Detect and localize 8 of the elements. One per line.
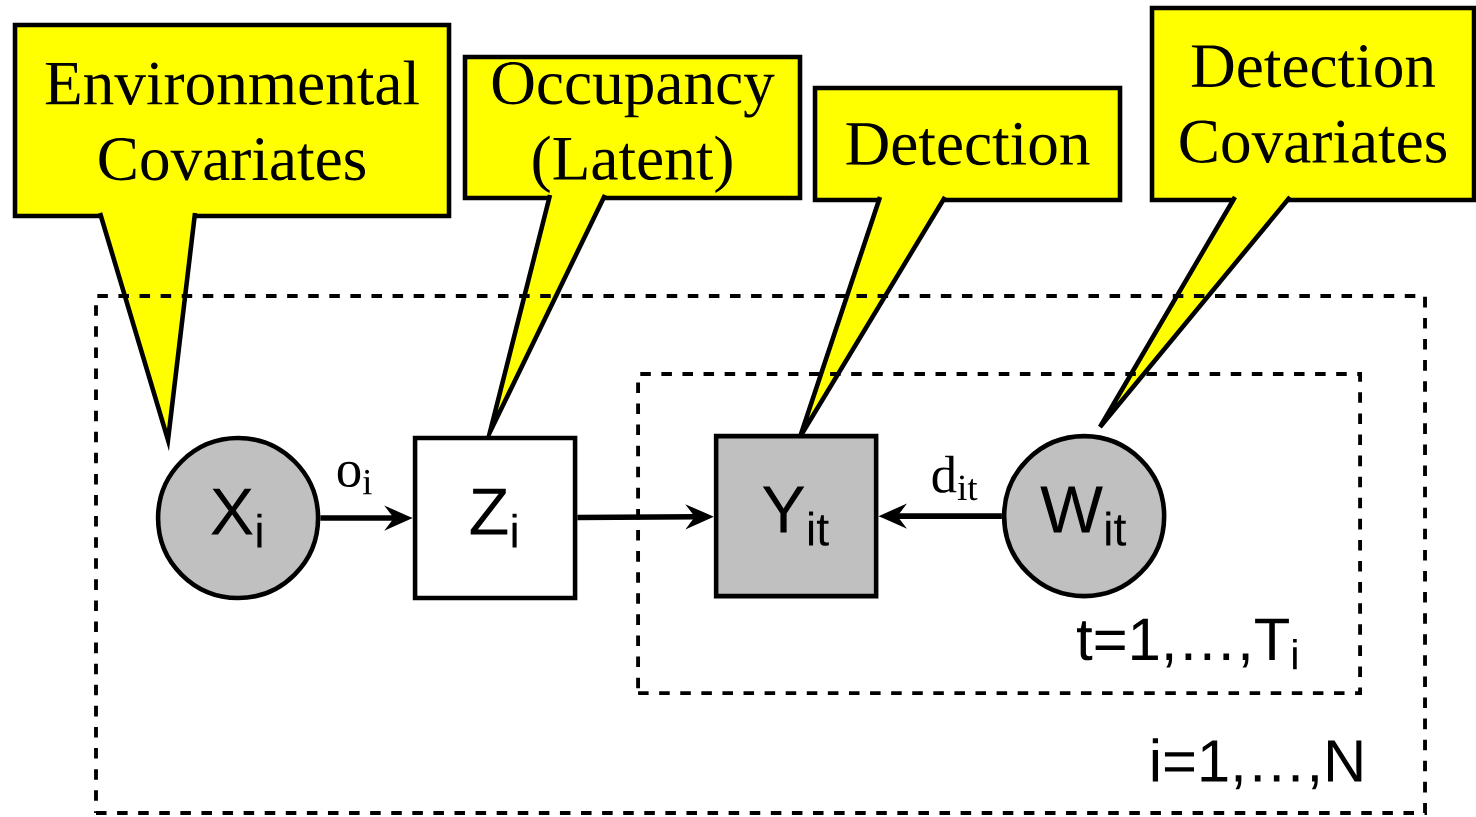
- edge-label: o$_{i}$: [337, 461, 372, 495]
- plate-label: t=1,…,T$_{i}$: [1077, 618, 1297, 670]
- speech-bubble: Environmental Covariates: [12, 22, 452, 452]
- edge-label: d$_{it}$: [932, 455, 978, 501]
- variable-box: Z$_{i}$: [412, 435, 578, 601]
- speech-bubble: Detection Covariates: [1097, 5, 1476, 430]
- variable-box: Y$_{it}$: [713, 433, 879, 599]
- plate-label: i=1,…,N: [1152, 738, 1362, 790]
